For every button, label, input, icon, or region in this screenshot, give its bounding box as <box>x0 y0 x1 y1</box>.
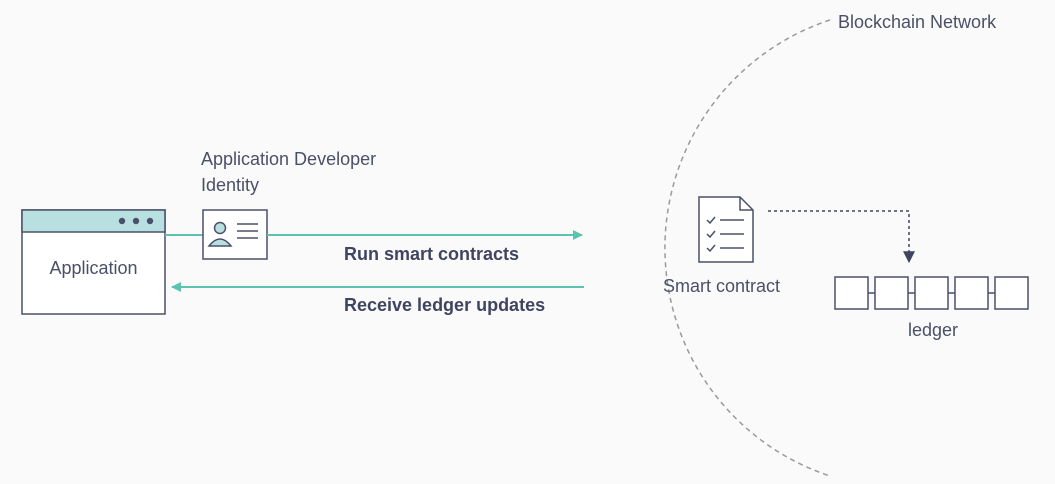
network-boundary <box>664 19 831 477</box>
developer-identity-line1: Application Developer <box>201 149 377 169</box>
window-dot <box>146 217 154 225</box>
network-title: Blockchain Network <box>838 12 997 32</box>
ledger-block <box>994 276 1029 310</box>
ledger-block <box>834 276 869 310</box>
contract-to-ledger-arrow <box>768 210 915 264</box>
document-checklist-icon <box>698 196 754 263</box>
window-dot <box>132 217 140 225</box>
application-label: Application <box>49 258 138 278</box>
developer-identity-label: Application Developer Identity <box>201 146 376 198</box>
ledger-block <box>874 276 909 310</box>
window-dots-icon <box>118 217 154 225</box>
ledger-block <box>954 276 989 310</box>
run-contracts-label: Run smart contracts <box>344 244 520 264</box>
receive-updates-label: Receive ledger updates <box>344 295 546 315</box>
application-window-header <box>21 209 166 233</box>
window-dot <box>118 217 126 225</box>
application-window <box>21 209 166 315</box>
ledger-chain <box>834 276 1029 310</box>
ledger-label: ledger <box>908 320 959 340</box>
developer-identity-line2: Identity <box>201 175 260 195</box>
smart-contract-label: Smart contract <box>663 276 781 296</box>
ledger-block <box>914 276 949 310</box>
id-card-icon <box>202 209 268 260</box>
